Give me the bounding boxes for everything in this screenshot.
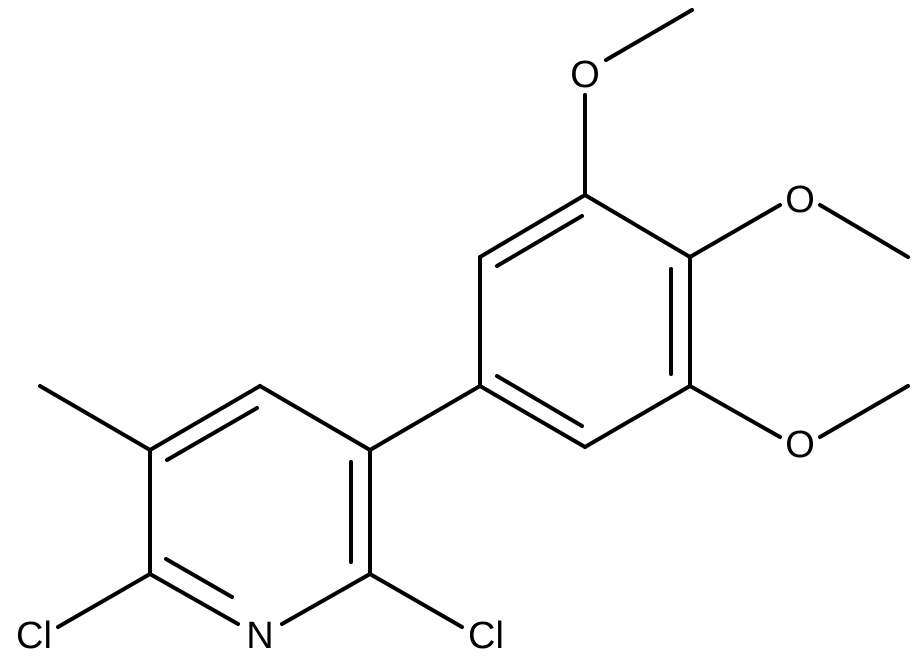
bond-o-low-ch3 (818, 384, 910, 439)
bond-c2-cl (56, 572, 152, 629)
bond-c6-cl (368, 572, 464, 629)
bond-o-mid-ch3 (818, 203, 910, 259)
bond-c6p-c1p (478, 384, 587, 449)
bond-c2p-c3p (478, 193, 587, 259)
bond-biaryl (368, 384, 482, 452)
atom-label-oxygen-middle: O (785, 179, 815, 221)
bond-c3p-c4p (583, 193, 692, 259)
bond-c4p-o-mid (688, 203, 782, 259)
bond-c3-methyl (38, 384, 152, 452)
atom-label-nitrogen: N (246, 615, 273, 657)
bond-c6p-c1p-inner (495, 374, 584, 428)
pyridine-ring (148, 384, 372, 626)
bond-c2-n1-inner (164, 557, 234, 599)
bond-n1-c6 (280, 572, 372, 626)
bond-c5-c4 (258, 384, 372, 452)
bond-o-top-ch3 (604, 8, 694, 62)
bond-c2p-c3p-inner (495, 214, 584, 268)
atom-label-chlorine-right: Cl (468, 615, 504, 657)
atom-label-oxygen-top: O (570, 54, 600, 96)
bond-c5p-o-low (688, 384, 782, 439)
methoxy-groups (583, 8, 910, 439)
pyridine-substituents (38, 384, 482, 629)
atom-label-chlorine-left: Cl (16, 615, 52, 657)
bond-c5p-c6p (583, 384, 692, 449)
atom-label-oxygen-lower: O (785, 424, 815, 466)
bond-c4-c3-inner (165, 406, 259, 462)
phenyl-ring (478, 193, 692, 449)
bond-c4-c3 (148, 384, 262, 452)
atom-labels: N Cl Cl O O O (16, 54, 815, 657)
bond-c2-n1 (148, 572, 240, 626)
